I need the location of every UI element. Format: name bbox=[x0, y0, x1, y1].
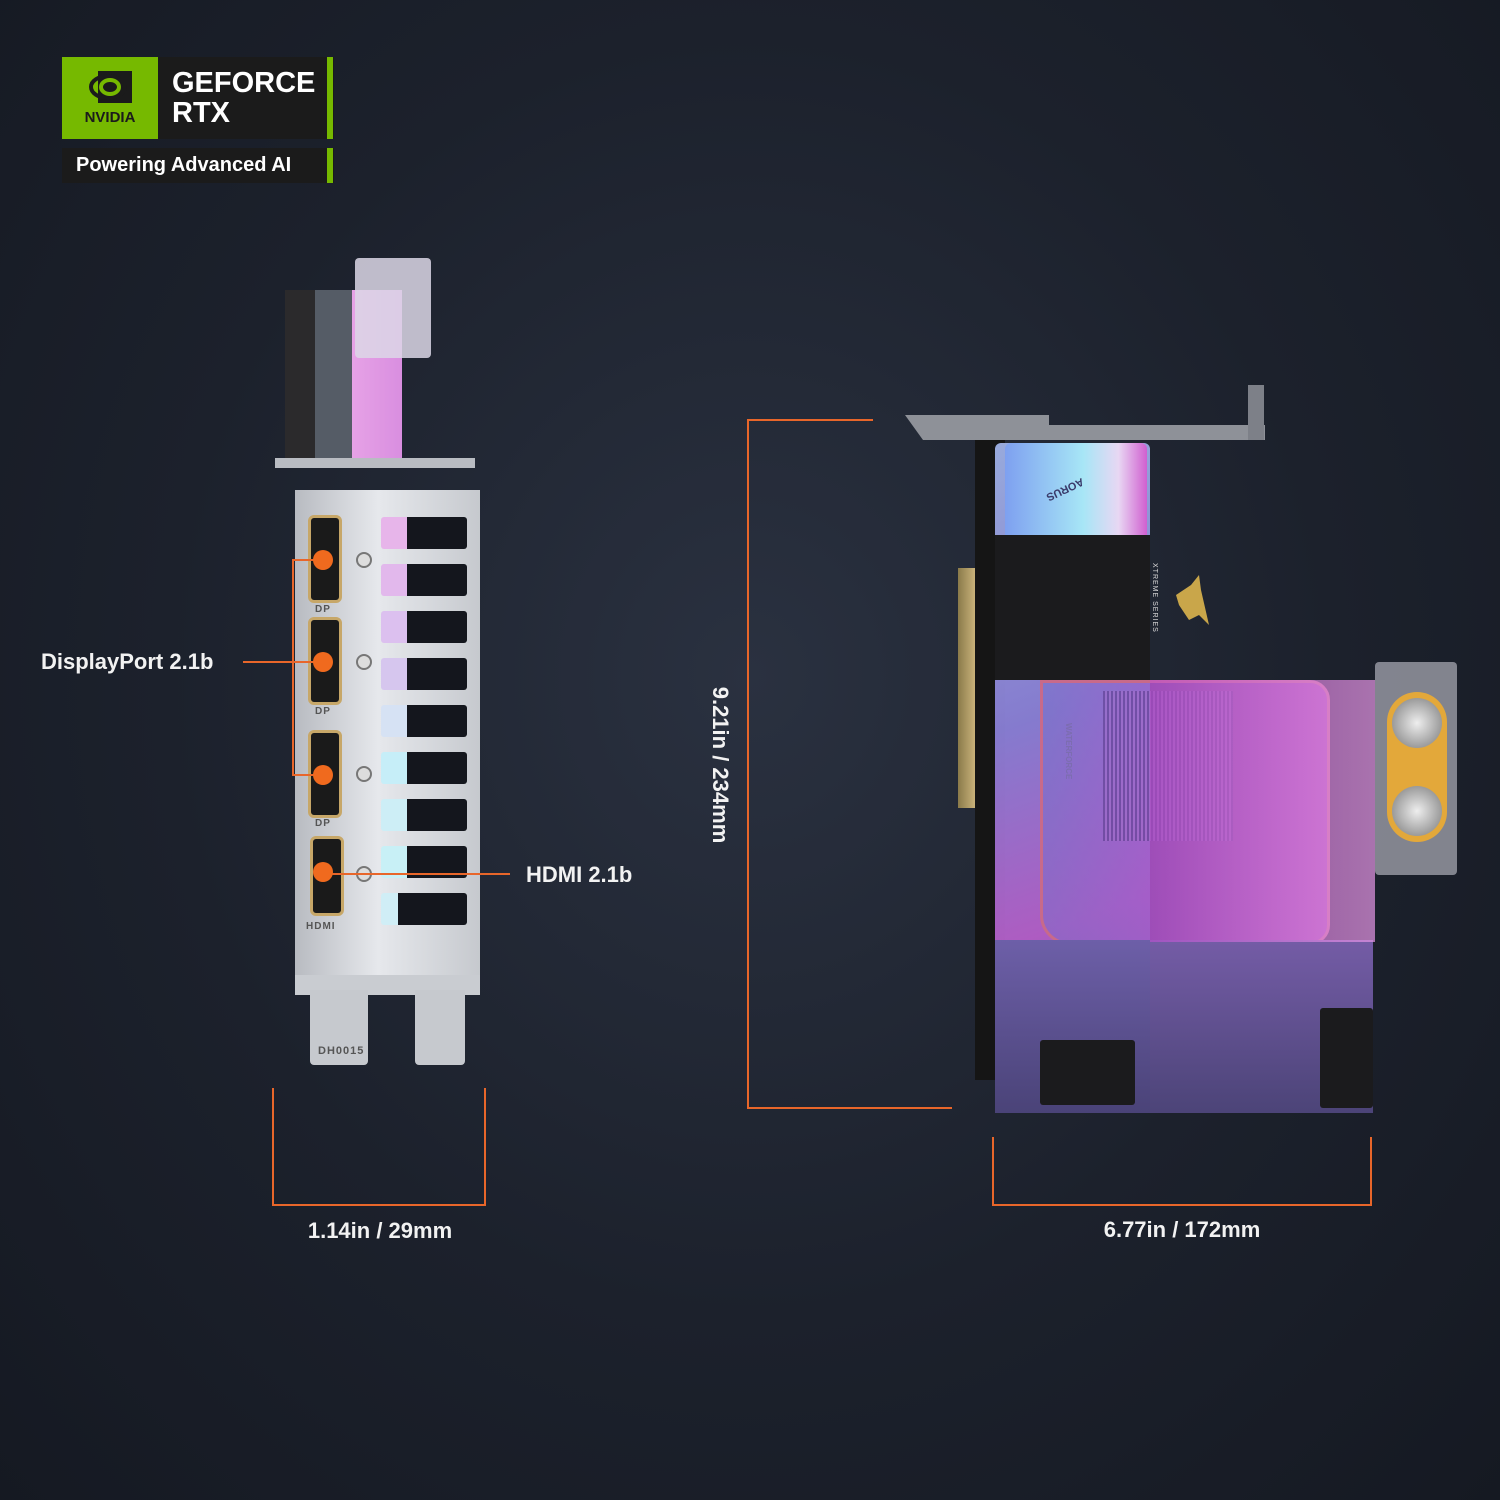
callout-line bbox=[323, 873, 510, 875]
displayport-label: DisplayPort 2.1b bbox=[41, 649, 214, 674]
thermal-pad bbox=[1320, 1008, 1373, 1108]
black-band: XTREME SERIES bbox=[995, 535, 1209, 680]
bracket-tab bbox=[275, 458, 475, 468]
port-marker-dot bbox=[313, 765, 333, 785]
vent-slot bbox=[381, 846, 467, 878]
vent-slot bbox=[381, 658, 467, 690]
vent-slot bbox=[381, 564, 467, 596]
port-mark: HDMI bbox=[306, 921, 336, 932]
dimension-line bbox=[1370, 1137, 1372, 1206]
port-mark: DP bbox=[315, 706, 331, 717]
g14-port-icon bbox=[1392, 786, 1442, 836]
height-label: 9.21in / 234mm bbox=[708, 686, 733, 844]
xtreme-series-text: XTREME SERIES bbox=[1151, 563, 1158, 633]
port-mark: DP bbox=[315, 818, 331, 829]
nvidia-logo-block: NVIDIA bbox=[62, 57, 158, 139]
aorus-eagle-logo-icon bbox=[1176, 575, 1209, 625]
tagline-text: Powering Advanced AI bbox=[76, 154, 292, 176]
width-label: 6.77in / 172mm bbox=[1103, 1217, 1261, 1242]
dimension-line bbox=[272, 1088, 274, 1206]
fitting-terminal bbox=[1375, 662, 1457, 875]
thickness-label: 1.14in / 29mm bbox=[307, 1218, 453, 1243]
shroud-top-cover: AORUS bbox=[1005, 443, 1147, 535]
card-shroud bbox=[315, 290, 355, 465]
callout-bracket-line bbox=[292, 559, 294, 775]
screw-icon bbox=[356, 766, 372, 782]
vent-slot bbox=[381, 611, 467, 643]
callout-line bbox=[243, 661, 323, 663]
port-marker-dot bbox=[313, 862, 333, 882]
pcie-bracket bbox=[905, 415, 1265, 440]
badge-tagline-panel: Powering Advanced AI bbox=[62, 148, 334, 183]
vent-slot bbox=[381, 705, 467, 737]
rtx-text: RTX bbox=[172, 97, 230, 129]
port-mark: DP bbox=[315, 604, 331, 615]
thermal-pad bbox=[1040, 1040, 1135, 1105]
g14-port-icon bbox=[1392, 698, 1442, 748]
callout-line bbox=[292, 559, 322, 561]
waterblock-acrylic bbox=[1150, 680, 1375, 942]
hdmi-label: HDMI 2.1b bbox=[526, 862, 633, 887]
bracket-top-tab bbox=[1248, 385, 1264, 440]
waterblock-terminal bbox=[355, 258, 431, 358]
dimension-line bbox=[992, 1137, 994, 1206]
geforce-text: GEFORCE bbox=[172, 67, 316, 99]
bracket-foot-right bbox=[415, 990, 465, 1065]
port-marker-dot bbox=[313, 652, 333, 672]
vent-slot bbox=[381, 893, 467, 925]
dimension-line bbox=[747, 419, 749, 1109]
badge-accent-bar bbox=[327, 57, 333, 139]
nvidia-eye-icon bbox=[89, 71, 132, 103]
vent-slot bbox=[381, 799, 467, 831]
dimension-line bbox=[484, 1088, 486, 1206]
callout-line bbox=[292, 774, 322, 776]
vent-slot bbox=[381, 752, 467, 784]
badge-accent-bar bbox=[327, 148, 333, 183]
dimension-line bbox=[992, 1204, 1372, 1206]
bracket-code: DH0015 bbox=[318, 1045, 365, 1057]
port-marker-dot bbox=[313, 550, 333, 570]
screw-icon bbox=[356, 654, 372, 670]
dimension-line bbox=[747, 419, 873, 421]
bracket-foot-left bbox=[310, 990, 368, 1065]
vent-slot bbox=[381, 517, 467, 549]
nvidia-wordmark: NVIDIA bbox=[84, 109, 136, 126]
dimension-line bbox=[747, 1107, 952, 1109]
pcie-gold-fingers bbox=[958, 568, 975, 808]
dimension-line bbox=[272, 1204, 486, 1206]
waterforce-text: WATERFORCE bbox=[1064, 723, 1073, 780]
screw-icon bbox=[356, 552, 372, 568]
card-edge bbox=[285, 290, 315, 465]
aorus-brand-mark: AORUS bbox=[1044, 475, 1086, 503]
